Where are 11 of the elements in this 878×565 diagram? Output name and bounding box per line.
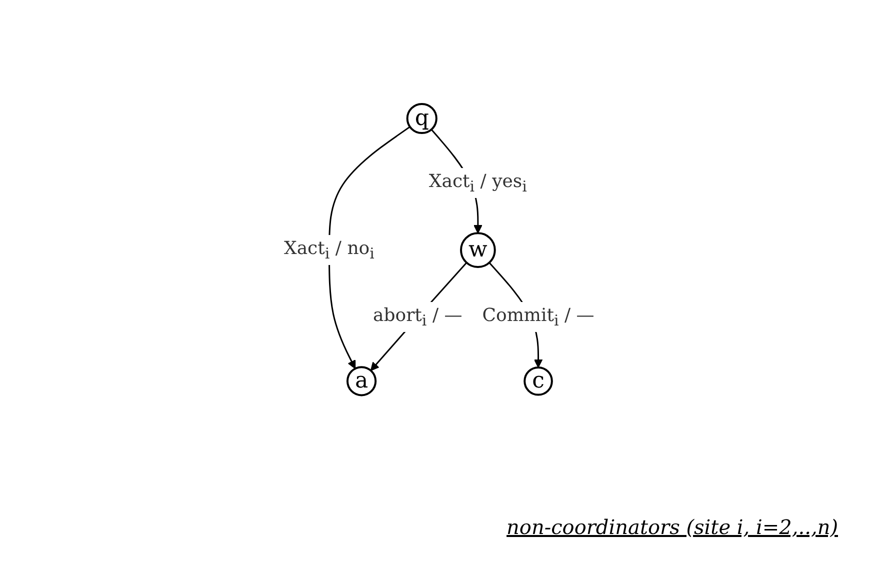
node-circle: w [460,232,496,268]
node-circle: q [406,103,438,134]
edge-label: Commit$_{i}$ / — [482,305,594,330]
node-circle: c [523,366,553,396]
edge-label: Xact$_{i}$ / no$_{i}$ [284,238,374,263]
node-circle: a [346,366,376,396]
edge-label: abort$_{i}$ / — [372,305,462,330]
arrow [328,126,410,370]
arrow [370,262,468,372]
edge-label: Xact$_{i}$ / yes$_{i}$ [428,171,527,196]
diagram-caption: non-coordinators (site i, i=2,..,n) [506,515,838,539]
